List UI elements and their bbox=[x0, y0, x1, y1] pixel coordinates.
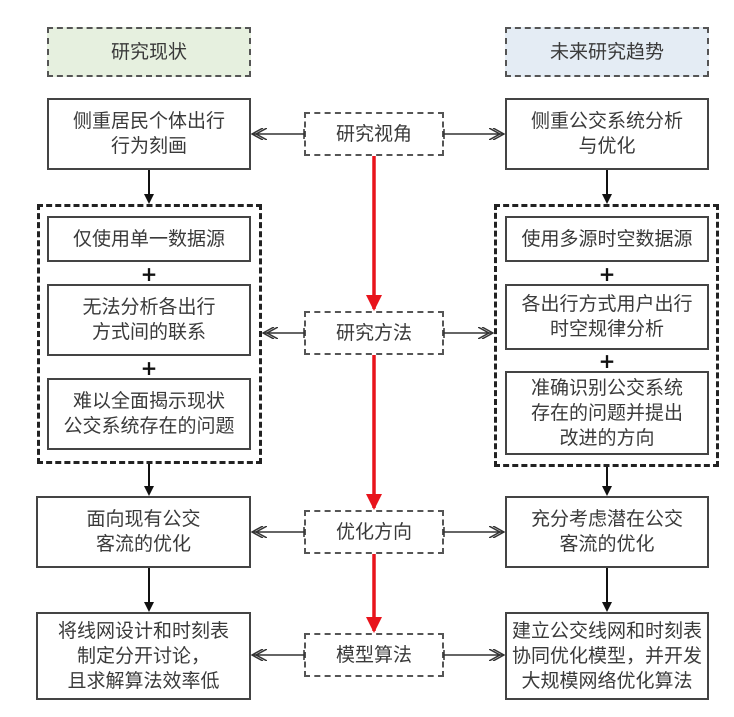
center-perspective-box: 研究视角 bbox=[304, 112, 444, 156]
left-perspective-box: 侧重居民个体出行 行为刻画 bbox=[47, 98, 251, 170]
header-current-research: 研究现状 bbox=[47, 27, 251, 77]
right-method-item-3: 准确识别公交系统 存在的问题并提出 改进的方向 bbox=[505, 371, 709, 455]
plus-icon: + bbox=[598, 262, 616, 286]
left-method-group bbox=[37, 204, 262, 464]
plus-icon: + bbox=[140, 262, 158, 286]
right-perspective-box: 侧重公交系统分析 与优化 bbox=[505, 98, 709, 170]
right-algorithm-box: 建立公交线网和时刻表 协同优化模型，并开发 大规模网络优化算法 bbox=[505, 612, 709, 700]
center-direction-box: 优化方向 bbox=[304, 510, 444, 554]
left-direction-box: 面向现有公交 客流的优化 bbox=[36, 496, 251, 568]
center-algorithm-box: 模型算法 bbox=[304, 633, 444, 677]
right-method-item-2: 各出行方式用户出行 时空规律分析 bbox=[505, 284, 709, 350]
center-method-box: 研究方法 bbox=[304, 311, 444, 355]
right-direction-box: 充分考虑潜在公交 客流的优化 bbox=[505, 496, 709, 568]
left-method-item-3: 难以全面揭示现状 公交系统存在的问题 bbox=[47, 378, 251, 450]
left-method-item-1: 仅使用单一数据源 bbox=[47, 216, 251, 262]
right-method-item-1: 使用多源时空数据源 bbox=[505, 216, 709, 262]
left-method-item-2: 无法分析各出行 方式间的联系 bbox=[47, 284, 251, 356]
left-algorithm-box: 将线网设计和时刻表 制定分开讨论， 且求解算法效率低 bbox=[36, 612, 251, 700]
header-future-trends: 未来研究趋势 bbox=[505, 27, 709, 77]
plus-icon: + bbox=[598, 349, 616, 373]
right-method-group bbox=[494, 204, 719, 467]
plus-icon: + bbox=[140, 356, 158, 380]
